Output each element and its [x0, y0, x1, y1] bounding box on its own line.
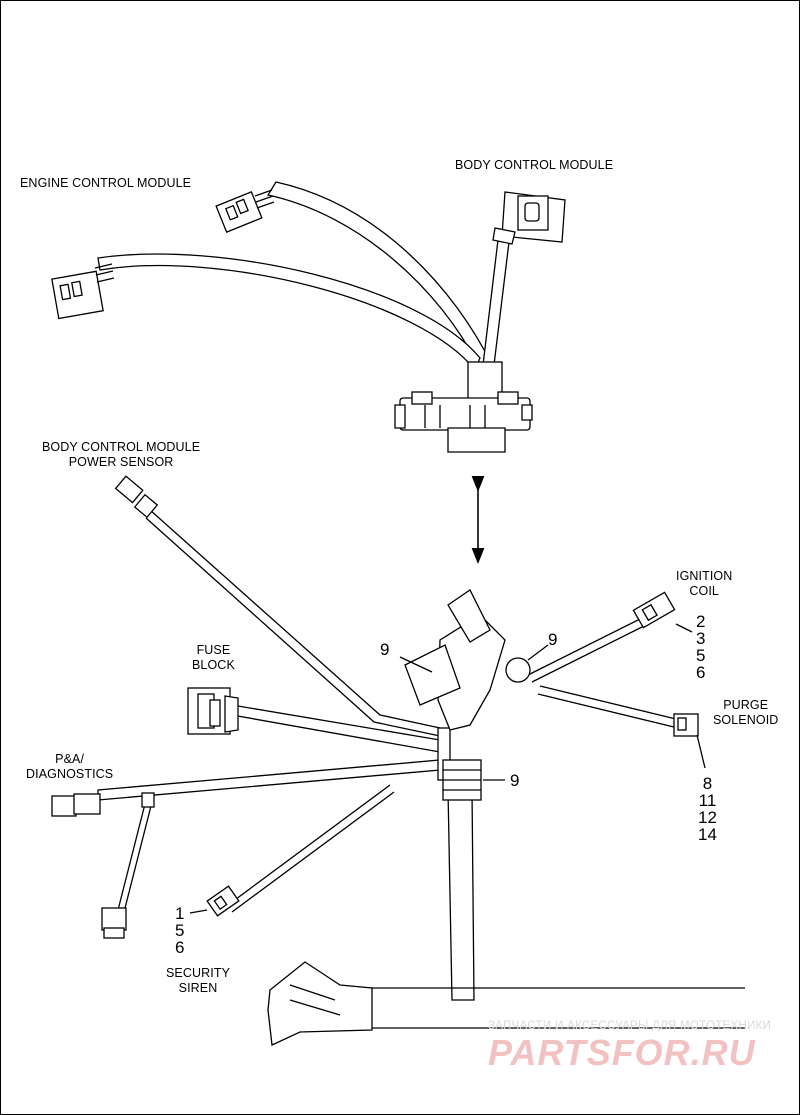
label-pa-diagnostics: P&A/ DIAGNOSTICS — [26, 752, 114, 781]
callout-security-siren-list: 1 5 6 — [175, 904, 185, 957]
leader-clip-right — [527, 644, 549, 661]
pa-branch-connector — [101, 907, 127, 939]
callout-clip-left: 9 — [380, 640, 390, 659]
leader-ignition — [675, 623, 693, 633]
label-engine-control-module: ENGINE CONTROL MODULE — [20, 176, 192, 190]
bcm-connector — [492, 191, 566, 245]
ecm-lower-cable — [97, 253, 481, 372]
fuse-block-connector — [187, 687, 239, 735]
watermark-text: ЗАПЧАСТИ И АКСЕССУАРЫ ДЛЯ МОТОТЕХНИКИ — [488, 1020, 772, 1032]
leader-siren — [189, 909, 208, 914]
ecm-connector-lower — [51, 263, 115, 320]
label-bcm-power-sensor: BODY CONTROL MODULE POWER SENSOR — [42, 440, 201, 469]
main-trunk-cable — [447, 789, 475, 1001]
ignition-coil-connector — [632, 591, 676, 629]
security-siren-connector — [206, 885, 240, 917]
lower-harness-assembly — [51, 475, 745, 1046]
label-body-control-module: BODY CONTROL MODULE — [455, 158, 614, 172]
ignition-coil-wire — [527, 614, 649, 676]
security-siren-wire — [227, 784, 391, 906]
main-harness-connector — [267, 961, 373, 1046]
bcm-power-sensor-connector — [114, 475, 159, 519]
leader-clip-left — [399, 656, 433, 673]
main-harness-run — [360, 987, 745, 1029]
upper-harness-assembly — [51, 181, 566, 453]
watermark-logo: PARTSFOR.RU — [488, 1032, 756, 1073]
bcm-cable — [482, 239, 510, 366]
bcm-power-sensor-wire — [149, 509, 441, 729]
fuse-block-cable — [231, 704, 441, 753]
leader-purge — [696, 734, 706, 769]
label-fuse-block: FUSE BLOCK — [192, 643, 235, 672]
pa-diagnostics-connector — [51, 792, 155, 817]
label-ignition-coil: IGNITION COIL — [676, 569, 733, 598]
label-purge-solenoid: PURGE SOLENOID — [713, 698, 779, 727]
pa-branch-wire — [117, 799, 147, 911]
ecm-connector-upper — [215, 189, 275, 233]
harness-junction-block — [394, 361, 533, 453]
callout-purge-solenoid-list: 8 11 12 14 — [698, 774, 717, 844]
callout-ignition-coil-list: 2 3 5 6 — [696, 612, 706, 682]
purge-solenoid-wire — [539, 685, 681, 721]
callout-clip-right: 9 — [548, 630, 558, 649]
label-security-siren: SECURITY SIREN — [166, 966, 231, 995]
purge-solenoid-connector — [673, 713, 699, 737]
callout-clip-lower: 9 — [510, 771, 520, 790]
wire-grommet — [505, 657, 531, 683]
